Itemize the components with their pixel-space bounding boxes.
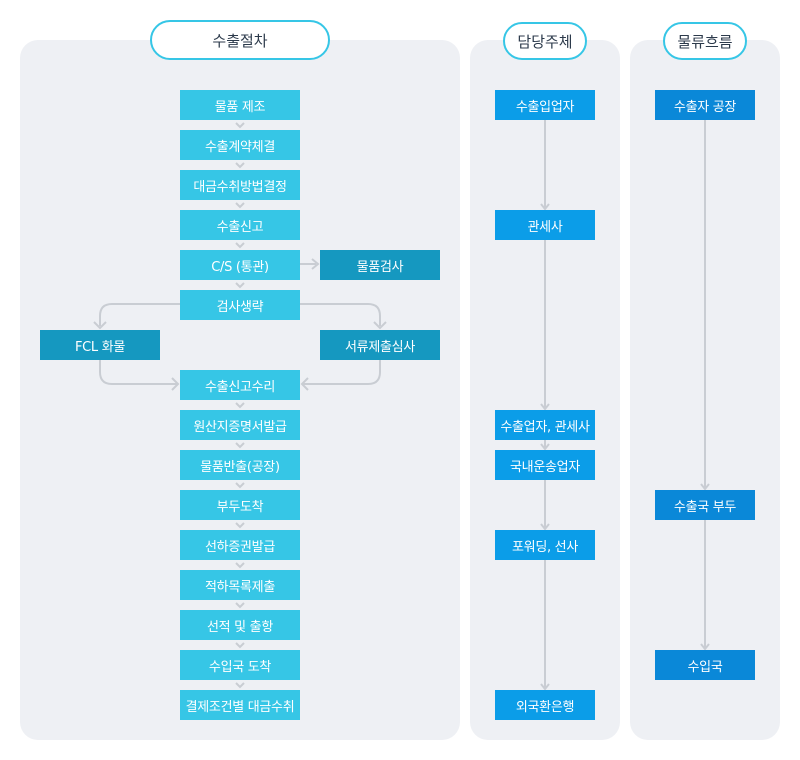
step-bill-of-lading: 선하증권발급 [180, 530, 300, 560]
step-factory-release: 물품반출(공장) [180, 450, 300, 480]
step-chevron [235, 522, 245, 529]
responsible-exporter-broker: 수출업자, 관세사 [495, 410, 595, 440]
responsible-connector-arrowhead [540, 523, 550, 531]
step-manufacture: 물품 제조 [180, 90, 300, 120]
merge-right-connector [302, 360, 381, 385]
logistics-import-country: 수입국 [655, 650, 755, 680]
fcl-cargo-box: FCL 화물 [40, 330, 160, 360]
step-contract: 수출계약체결 [180, 130, 300, 160]
step-import-arrival: 수입국 도착 [180, 650, 300, 680]
responsible-header: 담당주체 [503, 22, 587, 60]
step-payment-method: 대금수취방법결정 [180, 170, 300, 200]
step-manifest: 적하목록제출 [180, 570, 300, 600]
step-chevron [235, 602, 245, 609]
step-chevron [235, 562, 245, 569]
step-chevron [235, 202, 245, 209]
responsible-forwarder-carrier: 포워딩, 선사 [495, 530, 595, 560]
step-chevron [235, 122, 245, 129]
step-chevron [235, 682, 245, 689]
step-declaration-accepted: 수출신고수리 [180, 370, 300, 400]
branch-right-connector [300, 303, 381, 326]
step-customs-clearance: C/S (통관) [180, 250, 300, 280]
responsible-domestic-carrier: 국내운송업자 [495, 450, 595, 480]
responsible-connector-arrowhead [540, 203, 550, 211]
step-chevron [235, 482, 245, 489]
procedure-chevrons [235, 122, 245, 689]
logistics-connector-arrowhead [700, 483, 710, 491]
responsible-connector-arrowhead [540, 403, 550, 411]
responsible-connector-arrowhead [540, 683, 550, 691]
step-chevron [235, 242, 245, 249]
step-pier-arrival: 부두도착 [180, 490, 300, 520]
logistics-export-pier: 수출국 부두 [655, 490, 755, 520]
merge-left-connector [99, 360, 178, 385]
responsible-connector-arrowhead [540, 443, 550, 451]
step-origin-certificate: 원산지증명서발급 [180, 410, 300, 440]
logistics-connectors [700, 120, 710, 651]
step-chevron [235, 162, 245, 169]
responsible-trader: 수출입업자 [495, 90, 595, 120]
step-chevron [235, 642, 245, 649]
logistics-connector-arrowhead [700, 643, 710, 651]
branch-left-connector [99, 303, 180, 326]
logistics-exporter-factory: 수출자 공장 [655, 90, 755, 120]
document-review-box: 서류제출심사 [320, 330, 440, 360]
step-export-declaration: 수출신고 [180, 210, 300, 240]
inspection-box: 물품검사 [320, 250, 440, 280]
procedure-header: 수출절차 [150, 20, 330, 60]
responsible-customs-broker: 관세사 [495, 210, 595, 240]
inspection-arrow [300, 258, 320, 270]
step-shipping-departure: 선적 및 출항 [180, 610, 300, 640]
step-inspection-skipped: 검사생략 [180, 290, 300, 320]
step-chevron [235, 282, 245, 289]
responsible-fx-bank: 외국환은행 [495, 690, 595, 720]
step-chevron [235, 442, 245, 449]
step-chevron [235, 402, 245, 409]
logistics-header: 물류흐름 [663, 22, 747, 60]
step-payment-receipt: 결제조건별 대금수취 [180, 690, 300, 720]
responsible-connectors [540, 120, 550, 691]
